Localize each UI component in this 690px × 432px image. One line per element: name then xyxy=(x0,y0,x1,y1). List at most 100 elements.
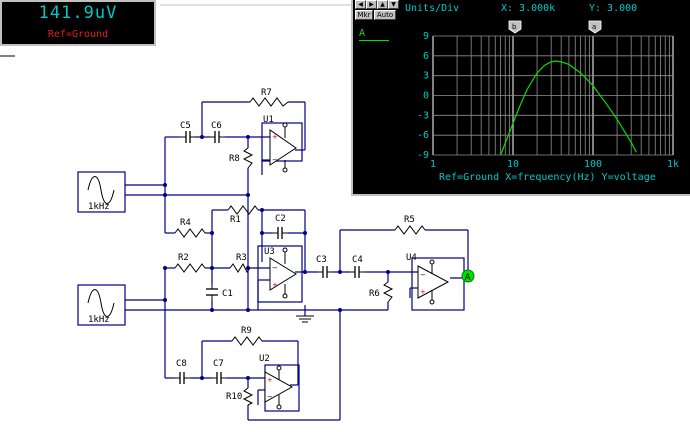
marker-button[interactable]: Mkr xyxy=(355,10,373,20)
y-tick-label: -9 xyxy=(417,150,429,161)
label-r1: R1 xyxy=(230,215,241,225)
plotter-footer: Ref=Ground X=frequency(Hz) Y=voltage xyxy=(439,172,656,183)
cursor-a[interactable]: a xyxy=(588,20,602,34)
u2-opamp xyxy=(264,365,294,410)
label-r8: R8 xyxy=(229,154,240,164)
svg-text:+: + xyxy=(272,133,278,141)
y-tick-label: 3 xyxy=(423,71,429,82)
u1-opamp xyxy=(269,122,297,173)
trace-label: A xyxy=(359,28,366,39)
c2-capacitor xyxy=(272,227,288,239)
wires xyxy=(125,101,469,421)
x-tick-label: 1 xyxy=(430,159,436,170)
label-c1: C1 xyxy=(222,289,233,299)
r5-resistor xyxy=(394,225,426,235)
voltmeter-ref: Ref=Ground xyxy=(47,29,109,40)
label-r5: R5 xyxy=(404,215,415,225)
y-tick-label: 9 xyxy=(423,31,429,42)
trace-a-line xyxy=(500,60,638,156)
svg-text:−: − xyxy=(420,271,426,279)
x-tick-label: 100 xyxy=(584,159,602,170)
label-r2: R2 xyxy=(178,253,189,263)
plot-ticks: 9 6 3 0 -3 -6 -91 10 100 1k xyxy=(417,31,679,170)
label-r3: R3 xyxy=(236,253,247,263)
c7-capacitor xyxy=(212,372,227,384)
svg-text:−: − xyxy=(272,156,278,164)
y-readout: Y: 3.000 xyxy=(589,3,638,14)
label-c2: C2 xyxy=(275,214,286,224)
auto-button[interactable]: Auto xyxy=(374,10,396,20)
opamp-pins: +− −+ −+ +− xyxy=(267,133,426,401)
r4-resistor xyxy=(174,228,206,238)
op-amps[interactable] xyxy=(264,122,450,410)
label-u4: U4 xyxy=(406,253,417,263)
ac-source-1[interactable]: 1kHz xyxy=(77,171,126,213)
voltmeter-display[interactable]: 141.9uV Ref=Ground xyxy=(0,0,156,46)
r7-resistor xyxy=(249,97,289,107)
cursor-a-label: a xyxy=(592,23,596,31)
units-per-div-label: Units/Div xyxy=(405,3,460,14)
plotter-toolbar: ◀ ▶ ▲ ▼ Mkr Auto xyxy=(353,0,690,22)
svg-text:+: + xyxy=(267,376,273,384)
bode-plotter-window[interactable]: ◀ ▶ ▲ ▼ Mkr Auto Units/Div X: 3.000k Y: … xyxy=(351,0,690,196)
ground-symbol xyxy=(296,315,314,323)
label-u3: U3 xyxy=(264,247,275,257)
y-tick-label: -6 xyxy=(417,130,429,141)
u3-opamp xyxy=(269,247,297,299)
y-tick-label: 6 xyxy=(423,51,429,62)
label-c5: C5 xyxy=(180,121,191,131)
c1-capacitor xyxy=(206,285,218,300)
cursor-b-label: b xyxy=(512,23,517,31)
source-1-label: 1kHz xyxy=(88,202,110,212)
cursor-b[interactable]: b xyxy=(508,20,522,34)
resistors[interactable] xyxy=(174,97,426,406)
c4-capacitor xyxy=(350,266,365,278)
r2-resistor xyxy=(174,263,206,273)
label-r7: R7 xyxy=(261,88,272,98)
voltmeter-value: 141.9uV xyxy=(38,3,118,23)
y-tick-label: -3 xyxy=(417,110,429,121)
svg-text:+: + xyxy=(420,288,426,296)
cursor-up-button[interactable]: ▲ xyxy=(377,0,388,9)
r9-resistor xyxy=(231,336,263,346)
r6-resistor xyxy=(382,281,394,303)
probe-a-label: A xyxy=(465,273,472,283)
x-tick-label: 10 xyxy=(507,159,519,170)
r8-resistor xyxy=(242,147,254,169)
y-tick-label: 0 xyxy=(423,91,429,102)
svg-text:−: − xyxy=(272,264,278,272)
label-c3: C3 xyxy=(316,255,327,265)
x-tick-label: 1k xyxy=(667,159,679,170)
label-c6: C6 xyxy=(211,121,222,131)
label-c8: C8 xyxy=(176,359,187,369)
label-r4: R4 xyxy=(180,218,191,228)
source-2-label: 1kHz xyxy=(88,315,110,325)
c3-capacitor xyxy=(318,266,333,278)
r10-resistor xyxy=(242,387,254,406)
c6-capacitor xyxy=(210,131,225,143)
cursor-left-button[interactable]: ◀ xyxy=(355,0,366,9)
r3-resistor xyxy=(229,262,251,273)
c5-capacitor xyxy=(180,131,195,143)
x-readout: X: 3.000k xyxy=(501,3,556,14)
cursor-down-button[interactable]: ▼ xyxy=(388,0,399,9)
probe-a[interactable]: A xyxy=(461,269,475,283)
bode-plot[interactable]: 9 6 3 0 -3 -6 -91 10 100 1k b a xyxy=(353,0,690,196)
label-c4: C4 xyxy=(352,255,363,265)
label-r10: R10 xyxy=(226,392,242,402)
plot-grid xyxy=(432,35,674,156)
ac-source-2[interactable]: 1kHz xyxy=(77,284,126,326)
label-c7: C7 xyxy=(213,359,224,369)
component-labels: R7 C5 C6 U1 R8 R1 C2 R4 U3 R2 R3 C3 C4 R… xyxy=(176,88,417,402)
r1-resistor xyxy=(227,205,259,215)
cursor-right-button[interactable]: ▶ xyxy=(366,0,377,9)
label-u1: U1 xyxy=(263,115,274,125)
svg-text:+: + xyxy=(272,281,278,289)
trace-underline xyxy=(359,40,389,41)
label-r9: R9 xyxy=(241,326,252,336)
c8-capacitor xyxy=(175,372,190,384)
u4-opamp xyxy=(417,259,450,305)
label-u2: U2 xyxy=(259,354,270,364)
capacitors[interactable] xyxy=(175,131,365,384)
